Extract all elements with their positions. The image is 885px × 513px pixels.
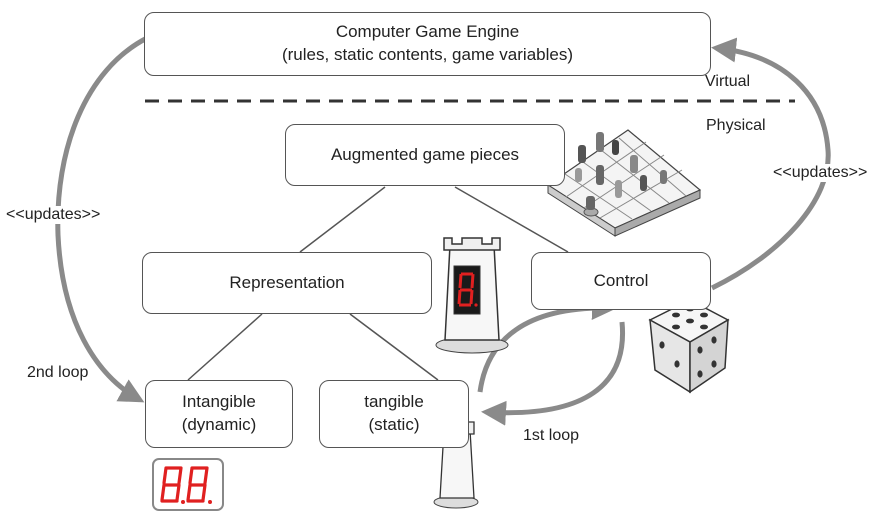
control-label: Control bbox=[593, 270, 649, 290]
updates-right-arrow bbox=[710, 37, 831, 291]
game-engine-subtitle: (rules, static contents, game variables) bbox=[281, 45, 573, 64]
augmented-pieces-label: Augmented game pieces bbox=[330, 144, 520, 164]
intangible-box: Intangible (dynamic) bbox=[145, 380, 293, 448]
seven-segment-display-icon bbox=[152, 458, 224, 511]
tangible-label: tangible bbox=[364, 392, 424, 412]
chess-board-icon bbox=[546, 129, 702, 237]
control-box: Control bbox=[531, 252, 711, 310]
virtual-layer-label: Virtual bbox=[705, 73, 751, 90]
updates-left-arrow bbox=[55, 35, 149, 403]
dice-icon bbox=[648, 299, 730, 394]
representation-label: Representation bbox=[229, 272, 345, 292]
game-engine-box: Computer Game Engine (rules, static cont… bbox=[144, 12, 711, 76]
game-engine-title: Computer Game Engine bbox=[335, 22, 520, 42]
updates-right-label: <<updates>> bbox=[773, 164, 868, 182]
augmented-pieces-box: Augmented game pieces bbox=[285, 124, 565, 186]
edge-representation-tangible bbox=[349, 313, 439, 381]
representation-box: Representation bbox=[142, 252, 432, 314]
edge-augmented-control bbox=[454, 186, 569, 253]
physical-layer-label: Physical bbox=[706, 117, 766, 134]
updates-left-label: <<updates>> bbox=[6, 206, 101, 224]
tangible-box: tangible (static) bbox=[319, 380, 469, 448]
loop1-lower-arrow bbox=[481, 321, 626, 426]
tangible-sub-label: (static) bbox=[368, 415, 420, 434]
loop1-label: 1st loop bbox=[523, 427, 580, 444]
loop2-label: 2nd loop bbox=[27, 364, 89, 381]
intangible-sub-label: (dynamic) bbox=[181, 415, 257, 434]
intangible-label: Intangible bbox=[182, 392, 256, 412]
edge-augmented-representation bbox=[299, 186, 386, 253]
edge-representation-intangible bbox=[187, 313, 263, 381]
chess-rook-icon bbox=[435, 237, 509, 354]
